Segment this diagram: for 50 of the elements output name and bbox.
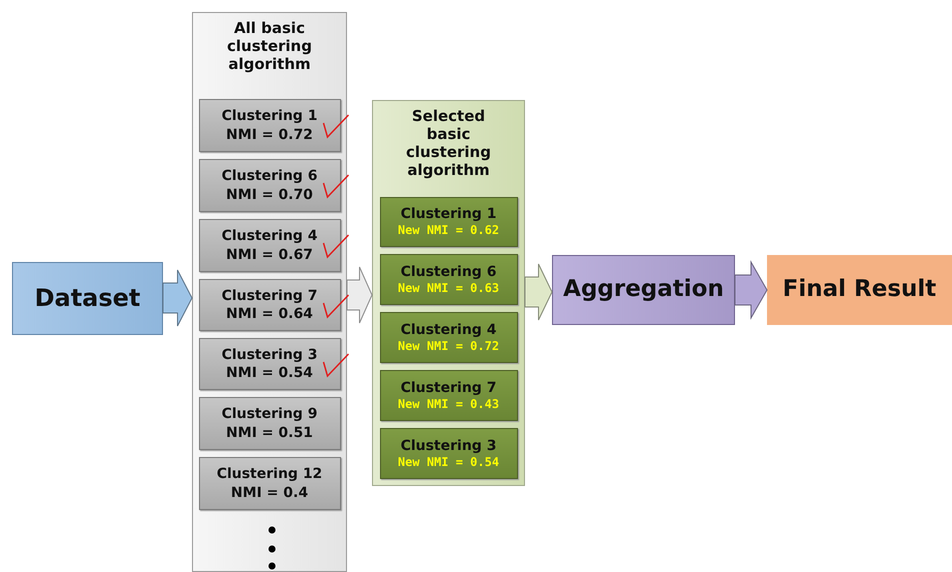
algorithm-box bbox=[198, 457, 340, 510]
node-label: Clustering 3 bbox=[222, 346, 318, 364]
node-label: Clustering 6 bbox=[222, 167, 318, 186]
node-label: Clustering 7 bbox=[400, 378, 496, 397]
nmi-value: NMI = 0.70 bbox=[226, 186, 313, 204]
algorithm-box bbox=[380, 428, 518, 479]
algorithm-box bbox=[198, 279, 340, 331]
group-panel bbox=[192, 12, 347, 572]
node-label: Clustering 3 bbox=[400, 436, 496, 455]
block-arrow bbox=[346, 266, 373, 324]
algorithm-box bbox=[198, 219, 340, 272]
nmi-value: NMI = 0.72 bbox=[226, 126, 313, 144]
algorithm-box bbox=[198, 397, 340, 450]
nmi-value: NMI = 0.64 bbox=[226, 305, 313, 324]
nmi-value: New NMI = 0.43 bbox=[398, 396, 500, 412]
algorithm-box bbox=[198, 99, 340, 152]
nmi-value: New NMI = 0.72 bbox=[398, 338, 500, 354]
nmi-value: New NMI = 0.63 bbox=[398, 280, 500, 296]
block-arrow bbox=[162, 270, 193, 326]
block-arrow bbox=[524, 264, 553, 320]
node-label: Clustering 1 bbox=[400, 205, 496, 224]
nmi-value: New NMI = 0.54 bbox=[398, 454, 500, 470]
algorithm-box bbox=[380, 254, 518, 305]
process-box bbox=[552, 255, 735, 325]
algorithm-box bbox=[198, 159, 340, 212]
nmi-value: NMI = 0.67 bbox=[226, 246, 313, 264]
node-label: Clustering 12 bbox=[216, 465, 322, 484]
nmi-value: NMI = 0.51 bbox=[226, 424, 313, 442]
node-label: Clustering 4 bbox=[222, 227, 318, 246]
node-label: Aggregation bbox=[563, 275, 724, 304]
node-label: Clustering 6 bbox=[400, 262, 496, 281]
block-arrow bbox=[734, 260, 768, 320]
panel-heading: Selected basic clustering algorithm bbox=[405, 107, 492, 181]
panel-heading: All basic clustering algorithm bbox=[226, 19, 313, 75]
result-box bbox=[767, 255, 952, 325]
node-label: Clustering 4 bbox=[400, 320, 496, 339]
node-label: Clustering 1 bbox=[222, 107, 318, 126]
node-label: Clustering 9 bbox=[222, 405, 318, 424]
process-box bbox=[12, 262, 163, 335]
nmi-value: New NMI = 0.62 bbox=[398, 223, 500, 239]
group-panel bbox=[372, 100, 525, 486]
algorithm-box bbox=[380, 312, 518, 363]
nmi-value: NMI = 0.4 bbox=[230, 484, 308, 502]
node-label: Dataset bbox=[34, 282, 140, 314]
node-label: Final Result bbox=[782, 275, 936, 304]
algorithm-box bbox=[198, 338, 340, 390]
node-label: Clustering 7 bbox=[222, 286, 318, 305]
algorithm-box bbox=[380, 197, 518, 247]
algorithm-box bbox=[380, 370, 518, 421]
nmi-value: NMI = 0.54 bbox=[226, 364, 313, 382]
